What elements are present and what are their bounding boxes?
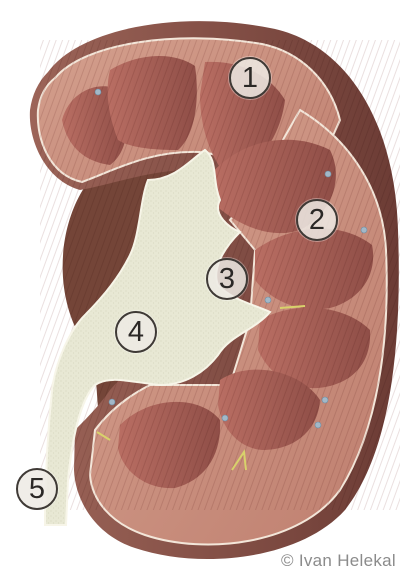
label-4-marker: 4 — [115, 311, 157, 353]
label-1-marker: 1 — [229, 57, 271, 99]
label-2-marker: 2 — [296, 199, 338, 241]
copyright-credit: © Ivan Helekal — [281, 551, 396, 571]
label-2: 2 — [309, 206, 325, 235]
label-5: 5 — [29, 475, 45, 504]
label-3: 3 — [219, 265, 235, 294]
label-4: 4 — [128, 318, 144, 347]
label-5-marker: 5 — [16, 468, 58, 510]
label-3-marker: 3 — [206, 258, 248, 300]
label-1: 1 — [242, 64, 258, 93]
